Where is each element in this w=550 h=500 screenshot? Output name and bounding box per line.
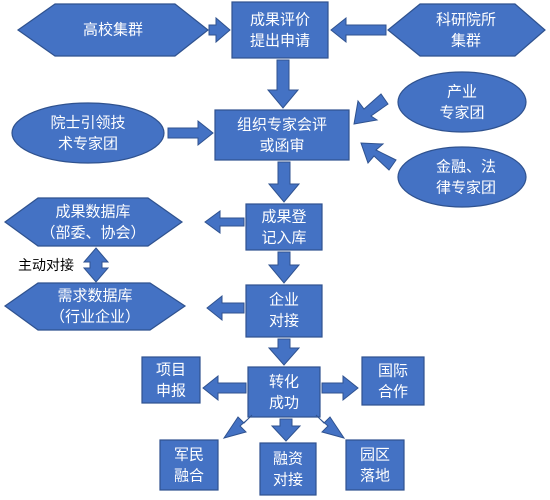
application-label-line2: 提出申请 (250, 32, 310, 50)
demand-database-label-line2: （行业企业） (50, 308, 140, 326)
transformation-success-label-line1: 转化 (269, 373, 299, 391)
arrow-universities-to-application (208, 16, 231, 44)
finance-law-experts-label-line1: 金融、法 (436, 158, 496, 176)
universities-label: 高校集群 (83, 21, 143, 39)
arrow-review-to-registration (267, 161, 301, 203)
arrow-success-to-park (315, 414, 346, 439)
park-landing-label-line2: 落地 (360, 467, 390, 485)
expert-review-label-line2: 或函审 (259, 137, 304, 155)
arrow-registration-to-enterprise (267, 251, 301, 284)
military-civil-label-line1: 军民 (174, 446, 204, 464)
institutes-label-line1: 科研院所 (436, 11, 496, 29)
finance-law-experts-ellipse (397, 146, 527, 208)
academician-experts-label-line2: 术专家团 (58, 135, 118, 153)
park-landing-box (345, 439, 405, 491)
arrow-application-to-review (266, 59, 300, 109)
results-database-label-line2: （部委、协会） (40, 224, 145, 242)
arrow-success-to-military (222, 414, 253, 439)
arrow-institutes-to-application (330, 16, 387, 44)
arrow-finance-to-review (360, 142, 397, 171)
military-civil-label-line2: 融合 (174, 467, 204, 485)
results-database-label-line1: 成果数据库 (55, 203, 130, 221)
international-cooperation-label-line1: 国际 (378, 362, 408, 380)
park-landing-label-line1: 园区 (360, 446, 390, 464)
arrow-success-to-project (202, 374, 247, 402)
industry-experts-label-line2: 专家团 (439, 104, 484, 122)
registration-label-line1: 成果登 (261, 208, 306, 226)
application-box (231, 1, 329, 59)
arrow-success-to-financing (270, 418, 302, 442)
demand-database-hexagon (3, 282, 187, 331)
arrow-enterprise-to-demand-db (206, 294, 245, 322)
arrow-industry-to-review (353, 93, 389, 125)
military-civil-box (159, 439, 219, 491)
financing-docking-box (259, 442, 317, 496)
industry-experts-label-line1: 产业 (447, 83, 477, 101)
financing-docking-label-line2: 对接 (273, 471, 303, 489)
registration-box (245, 203, 323, 251)
transformation-success-box (247, 366, 321, 418)
academician-experts-ellipse (11, 102, 165, 164)
arrow-success-to-international (321, 374, 359, 402)
international-cooperation-box (361, 356, 425, 406)
active-docking-label: 主动对接 (18, 257, 74, 274)
project-declaration-label-line2: 申报 (156, 382, 186, 400)
finance-law-experts-label-line2: 律专家团 (436, 179, 496, 197)
demand-database-label-line1: 需求数据库 (57, 287, 132, 305)
project-declaration-label-line1: 项目 (156, 361, 186, 379)
arrow-enterprise-to-success (267, 338, 301, 366)
expert-review-label-line1: 组织专家会评 (237, 116, 327, 134)
international-cooperation-label-line2: 合作 (378, 383, 408, 401)
arrow-academician-to-review (167, 119, 214, 147)
enterprise-docking-label-line1: 企业 (269, 291, 299, 309)
arrow-registration-to-results-db (204, 210, 245, 234)
financing-docking-label-line1: 融资 (273, 450, 303, 468)
application-label-line1: 成果评价 (250, 11, 310, 29)
institutes-hexagon (387, 3, 546, 57)
institutes-label-line2: 集群 (451, 32, 481, 50)
industry-experts-ellipse (397, 71, 527, 133)
results-database-hexagon (3, 197, 184, 247)
registration-label-line2: 记入库 (261, 229, 306, 247)
universities-hexagon (16, 3, 209, 57)
arrow-active-docking (82, 247, 110, 283)
academician-experts-label-line1: 院士引领技 (50, 114, 125, 132)
enterprise-docking-box (245, 284, 323, 338)
project-declaration-box (141, 356, 201, 404)
transformation-success-label-line2: 成功 (269, 394, 299, 412)
enterprise-docking-label-line2: 对接 (269, 312, 299, 330)
expert-review-box (214, 109, 350, 161)
